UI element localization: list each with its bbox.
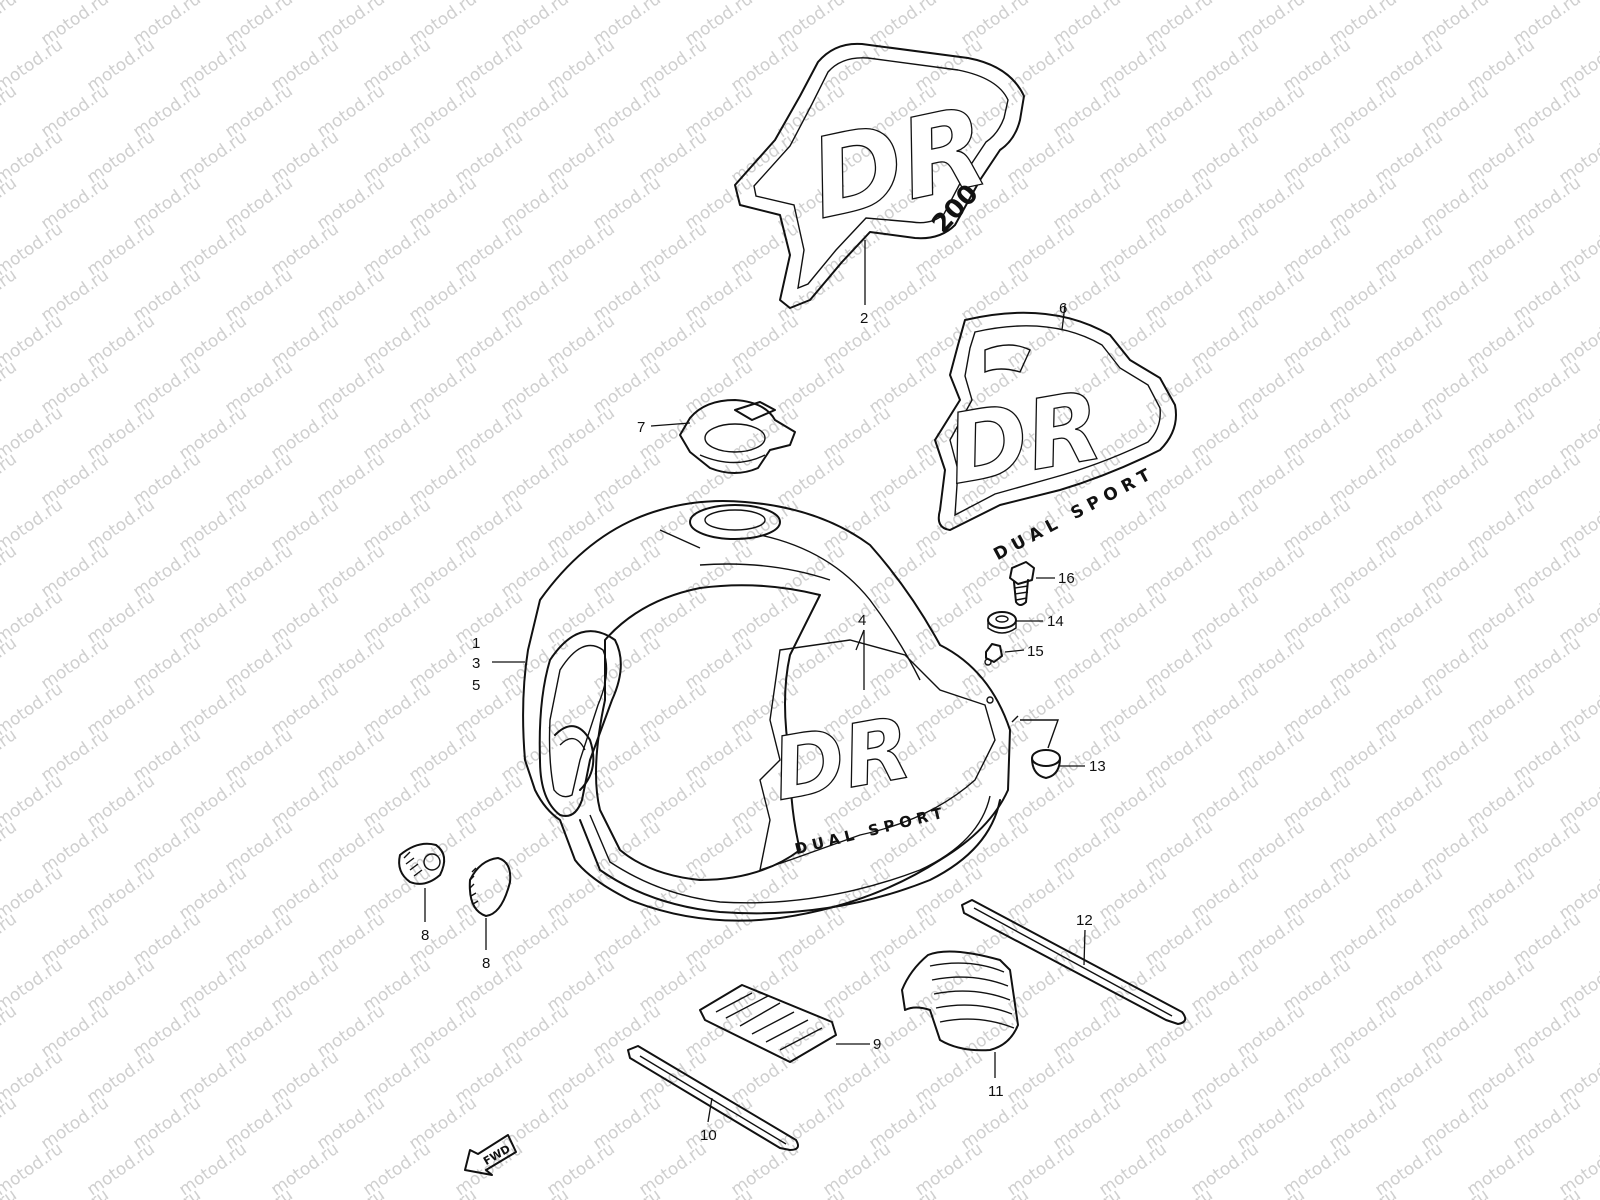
watermark-text: motod.ru — [0, 541, 21, 602]
callout-1: 1 — [472, 635, 480, 652]
watermark-text: motod.ru — [0, 81, 21, 142]
strap-lower — [627, 1045, 799, 1151]
watermark-text: motod.ru — [1555, 863, 1600, 924]
watermark-text: motod.ru — [0, 909, 21, 970]
watermark-text: motod.ru — [681, 1185, 756, 1200]
side-decal-logo: DR — [939, 369, 1110, 506]
watermark-text: motod.ru — [957, 1185, 1032, 1200]
callout-12: 12 — [1076, 912, 1093, 929]
tank-cushion-right — [468, 857, 512, 950]
watermark-text: motod.ru — [0, 449, 21, 510]
watermark-text: motod.ru — [1555, 771, 1600, 832]
tank-decal-logo: DR — [765, 698, 918, 820]
tank-pad — [699, 984, 870, 1063]
callout-9: 9 — [873, 1036, 881, 1053]
watermark-text: motod.ru — [1555, 35, 1600, 96]
watermark-text: motod.ru — [0, 173, 21, 234]
watermark-text: motod.ru — [1555, 403, 1600, 464]
callout-10: 10 — [700, 1127, 717, 1144]
watermark-text: motod.ru — [1509, 1185, 1584, 1200]
watermark-text: motod.ru — [313, 1185, 388, 1200]
watermark-text: motod.ru — [1233, 1185, 1308, 1200]
callout-2: 2 — [860, 310, 868, 327]
watermark-text: motod.ru — [0, 1001, 21, 1062]
watermark-text: motod.ru — [865, 1185, 940, 1200]
emblem-top-logo: DR — [800, 82, 999, 244]
watermark-text: motod.ru — [1417, 1185, 1492, 1200]
strap-upper — [961, 899, 1187, 1025]
watermark-text: motod.ru — [1555, 1139, 1600, 1200]
watermark-text: motod.ru — [1555, 311, 1600, 372]
watermark-text: motod.ru — [1555, 679, 1600, 740]
callout-15: 15 — [1027, 643, 1044, 660]
watermark-text: motod.ru — [1555, 1047, 1600, 1108]
callout-16: 16 — [1058, 570, 1075, 587]
watermark-text: motod.ru — [589, 1185, 664, 1200]
cushion — [985, 643, 1025, 663]
grommet — [1011, 715, 1085, 779]
watermark-text: motod.ru — [0, 357, 21, 418]
watermark-text: motod.ru — [221, 1185, 296, 1200]
callout-8-right: 8 — [482, 955, 490, 972]
bolt — [1009, 561, 1055, 606]
fuel-cap — [650, 399, 796, 474]
callout-labels: 1 3 5 2 4 6 7 8 8 9 10 11 12 13 14 15 16 — [421, 300, 1106, 1144]
emblem-decal-top: DR 200 — [734, 42, 1025, 309]
washer — [987, 611, 1043, 634]
watermark-text: motod.ru — [0, 1093, 21, 1154]
watermark-text: motod.ru — [1325, 1185, 1400, 1200]
watermark-text: motod.ru — [1555, 127, 1600, 188]
callout-8-left: 8 — [421, 927, 429, 944]
watermark-text: motod.ru — [1555, 219, 1600, 280]
watermark-text: motod.ru — [1049, 1185, 1124, 1200]
callout-11: 11 — [988, 1083, 1004, 1100]
watermark-text: motod.ru — [405, 1185, 480, 1200]
callout-5: 5 — [472, 677, 480, 694]
callout-13: 13 — [1089, 758, 1106, 775]
watermark-text: motod.ru — [1555, 495, 1600, 556]
callout-6: 6 — [1059, 300, 1067, 317]
watermark-text: motod.ru — [773, 1185, 848, 1200]
watermark-text: motod.ru — [1555, 955, 1600, 1016]
watermark-text: motod.ru — [497, 1185, 572, 1200]
watermark-text: motod.ru — [0, 633, 21, 694]
callout-7: 7 — [637, 419, 645, 436]
callout-4: 4 — [858, 612, 866, 629]
callout-3: 3 — [472, 655, 480, 672]
watermark-text: motod.ru — [1141, 1185, 1216, 1200]
watermark-text: motod.ru — [129, 1185, 204, 1200]
callout-14: 14 — [1047, 613, 1064, 630]
rubber-boot — [901, 950, 1019, 1078]
watermark-text: motod.ru — [1555, 587, 1600, 648]
watermark-text: motod.ru — [37, 1185, 112, 1200]
watermark-text: motod.ru — [0, 725, 21, 786]
watermark-text: motod.ru — [0, 265, 21, 326]
watermark-text: motod.ru — [0, 817, 21, 878]
tank-cushion-left — [398, 842, 446, 922]
watermark-text: motod.ru — [0, 0, 21, 50]
